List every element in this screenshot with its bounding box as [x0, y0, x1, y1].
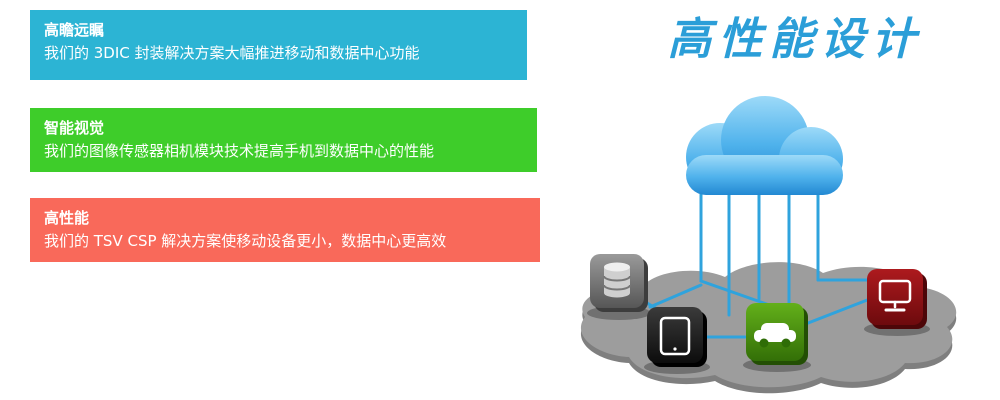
feature-card-title: 高性能 — [44, 209, 90, 227]
car-icon — [754, 323, 796, 348]
feature-card-performance: 高性能 我们的 TSV CSP 解决方案使移动设备更小，数据中心更高效 — [30, 198, 540, 262]
feature-card-text: 我们的图像传感器相机模块技术提高手机到数据中心的性能 — [44, 142, 435, 161]
cloud-devices-illustration — [580, 96, 957, 394]
database-icon — [603, 262, 631, 298]
feature-card-smart-vision: 智能视觉 我们的图像传感器相机模块技术提高手机到数据中心的性能 — [30, 108, 537, 172]
laptop-icon — [878, 279, 912, 312]
feature-card-text: 我们的 TSV CSP 解决方案使移动设备更小，数据中心更高效 — [44, 232, 447, 251]
feature-card-title: 智能视觉 — [44, 119, 105, 137]
feature-card-title: 高瞻远瞩 — [44, 21, 105, 39]
tablet-icon — [659, 316, 691, 356]
page-title: 高性能设计 — [667, 14, 923, 65]
car-tile — [743, 303, 811, 372]
cloud-icon — [686, 96, 843, 195]
feature-card-text: 我们的 3DIC 封装解决方案大幅推进移动和数据中心功能 — [44, 44, 420, 63]
tablet-tile — [644, 307, 710, 374]
feature-card-vision: 高瞻远瞩 我们的 3DIC 封装解决方案大幅推进移动和数据中心功能 — [30, 10, 527, 80]
database-tile — [587, 254, 651, 320]
laptop-tile — [864, 269, 930, 336]
